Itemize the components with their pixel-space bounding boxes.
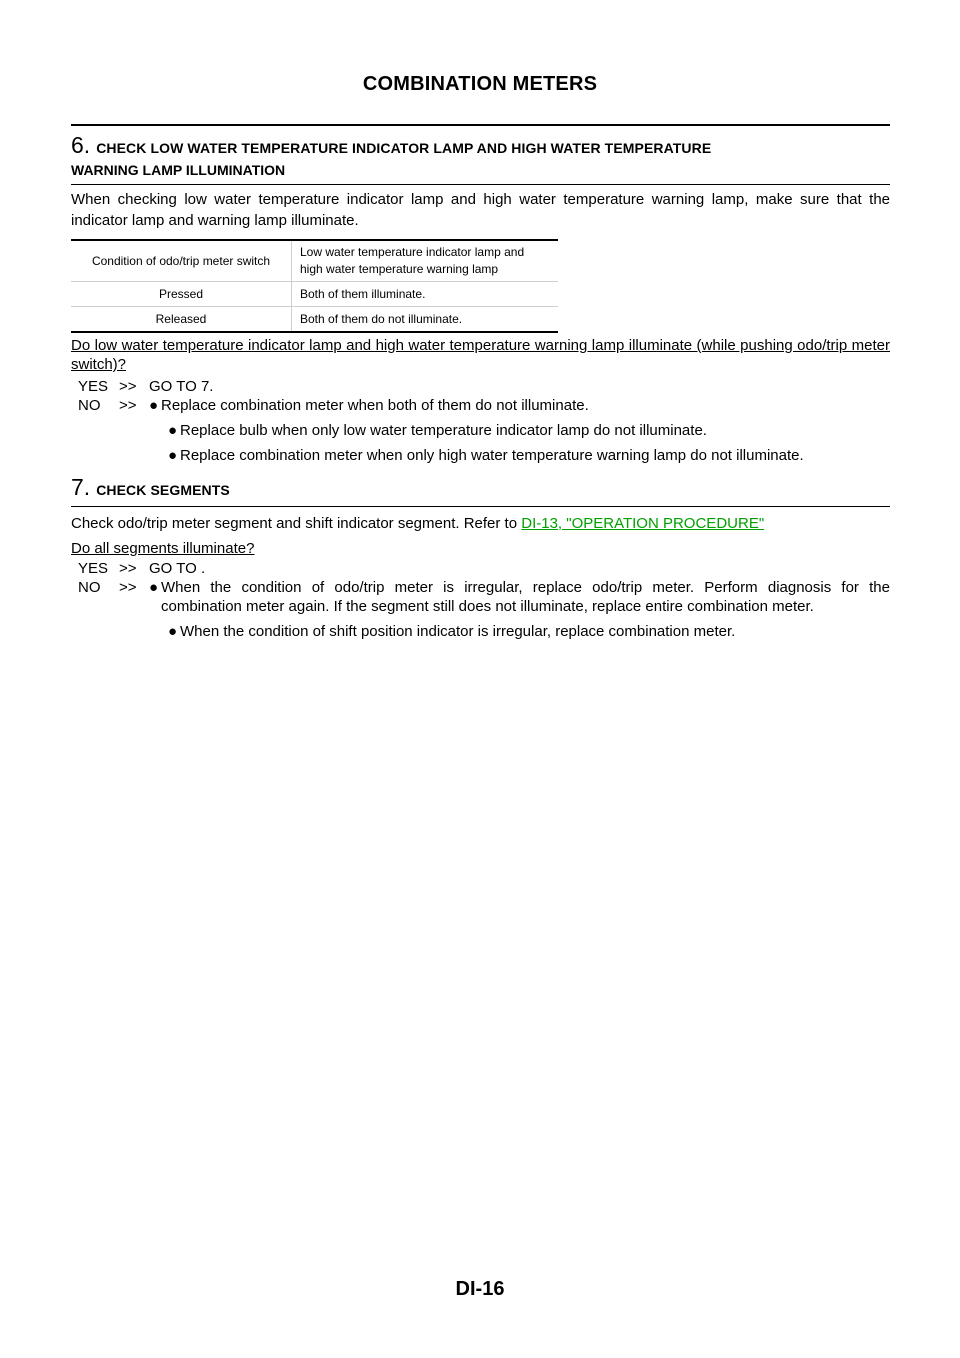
no-answer: NO >> ● When the condition of odo/trip m…: [78, 578, 890, 616]
list-item: ● When the condition of odo/trip meter i…: [149, 578, 890, 616]
yes-text: GO TO 7.: [149, 378, 214, 395]
no-label: NO: [78, 397, 101, 414]
table-cell: Both of them illuminate.: [291, 281, 558, 307]
step-7-heading: 7. CHECK SEGMENTS: [71, 468, 890, 507]
yes-label: YES: [78, 378, 109, 395]
step-7-answers: YES >> GO TO . NO >> ● When the conditio…: [78, 559, 890, 641]
step-7-intro: Check odo/trip meter segment and shift i…: [71, 515, 518, 532]
bullet-icon: ●: [149, 579, 159, 596]
arrow-label: >>: [119, 378, 137, 395]
step-7-title: CHECK SEGMENTS: [96, 482, 230, 498]
bullet-icon: ●: [149, 397, 159, 414]
bullet-text: When the condition of odo/trip meter is …: [161, 579, 890, 615]
step-6-number: 6.: [71, 132, 91, 158]
bullet-text: Replace bulb when only low water tempera…: [180, 422, 707, 439]
bullet-text: Replace combination meter when both of t…: [161, 397, 589, 414]
table-header-cell: Condition of odo/trip meter switch: [71, 240, 292, 282]
bullet-icon: ●: [168, 447, 178, 464]
list-item: ● When the condition of shift position i…: [168, 622, 890, 641]
no-label: NO: [78, 579, 101, 596]
page-number: DI-16: [455, 1278, 505, 1300]
bullet-icon: ●: [168, 623, 178, 640]
step-7-intro-line: Check odo/trip meter segment and shift i…: [71, 513, 890, 534]
step-6-title-line1: CHECK LOW WATER TEMPERATURE INDICATOR LA…: [96, 140, 712, 156]
yes-label: YES: [78, 560, 109, 577]
step-6-intro: When checking low water temperature indi…: [71, 191, 890, 229]
yes-answer: YES >> GO TO .: [78, 559, 890, 578]
step-6-title-line2: WARNING LAMP ILLUMINATION: [71, 162, 286, 178]
yes-answer: YES >> GO TO 7.: [78, 377, 890, 396]
arrow-label: >>: [119, 397, 137, 414]
no-bullet-list: ● Replace combination meter when both of…: [149, 396, 890, 415]
step-6-heading: 6. CHECK LOW WATER TEMPERATURE INDICATOR…: [71, 124, 890, 185]
bullet-text: Replace combination meter when only high…: [180, 447, 804, 464]
no-answer: NO >> ● Replace combination meter when b…: [78, 396, 890, 415]
yes-text: GO TO .: [149, 560, 206, 577]
step-6-answers: YES >> GO TO 7. NO >> ● Replace combinat…: [78, 377, 890, 465]
step-7-question: Do all segments illuminate?: [71, 540, 255, 557]
bullet-icon: ●: [168, 422, 178, 439]
condition-table: Condition of odo/trip meter switch Low w…: [71, 239, 558, 333]
table-row: Released Both of them do not illuminate.: [71, 306, 558, 332]
table-cell: Released: [71, 306, 292, 332]
table-cell: Both of them do not illuminate.: [300, 311, 463, 326]
table-header-row: Condition of odo/trip meter switch Low w…: [71, 240, 558, 282]
arrow-label: >>: [119, 579, 137, 596]
no-bullet-list-continued: ● When the condition of shift position i…: [168, 622, 890, 641]
table-cell: Pressed: [71, 281, 292, 307]
list-item: ● Replace combination meter when only hi…: [168, 446, 890, 465]
no-bullet-list: ● When the condition of odo/trip meter i…: [149, 578, 890, 616]
table-row: Pressed Both of them illuminate.: [71, 281, 558, 307]
list-item: ● Replace bulb when only low water tempe…: [168, 421, 890, 440]
arrow-label: >>: [119, 560, 137, 577]
reference-link[interactable]: DI-13, "OPERATION PROCEDURE": [521, 515, 765, 532]
bullet-text: When the condition of shift position ind…: [180, 623, 736, 640]
list-item: ● Replace combination meter when both of…: [149, 396, 890, 415]
page-header-title: COMBINATION METERS: [362, 73, 598, 95]
no-bullet-list-continued: ● Replace bulb when only low water tempe…: [168, 421, 890, 465]
table-header-cell: Low water temperature indicator lamp and…: [291, 240, 558, 282]
step-6-question: Do low water temperature indicator lamp …: [71, 337, 890, 373]
step-7-number: 7.: [71, 474, 91, 500]
